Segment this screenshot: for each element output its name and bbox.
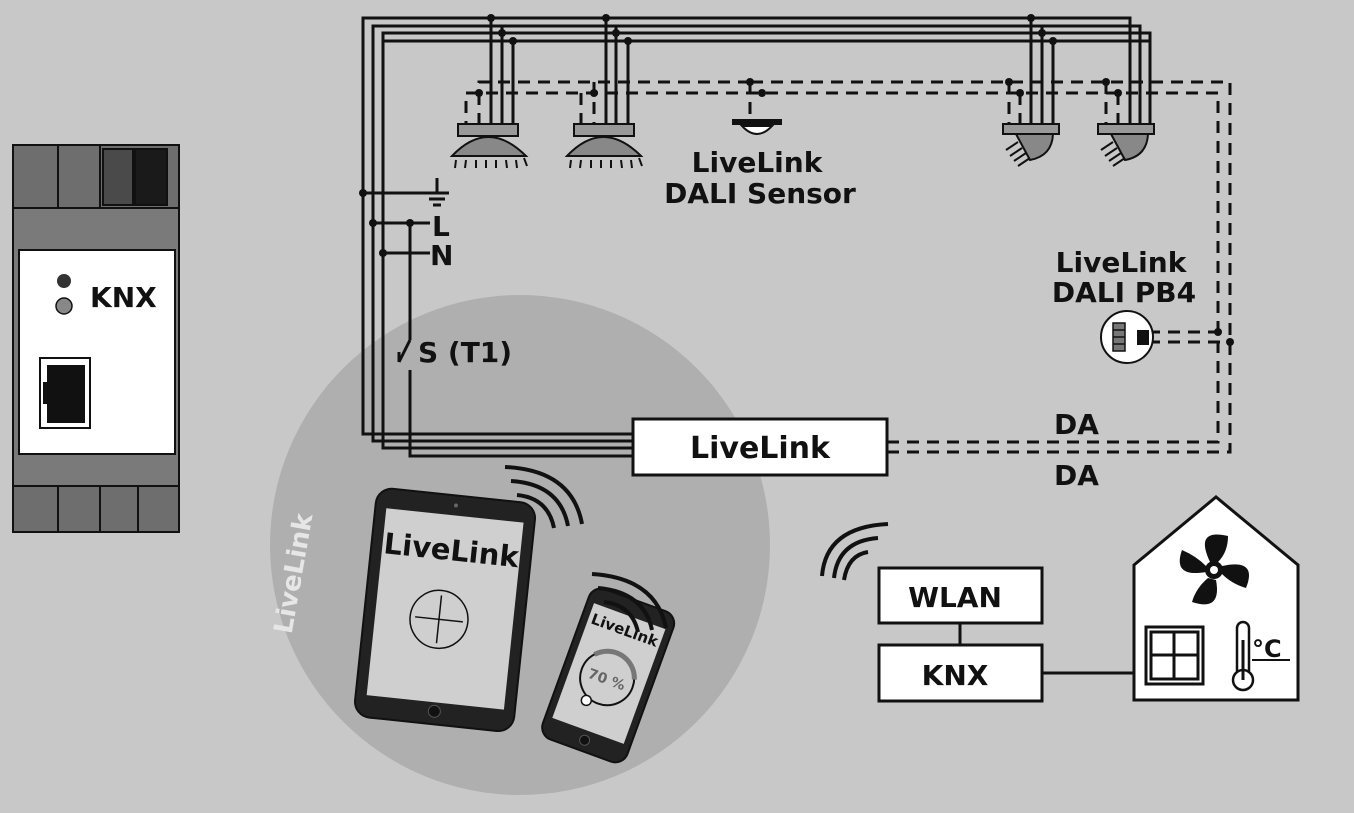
neutral-label: N	[430, 239, 453, 272]
da-label-top: DA	[1054, 408, 1099, 441]
house-icon: °C	[1132, 495, 1300, 702]
sensor-icon	[732, 119, 782, 135]
push-button-icon	[1100, 310, 1154, 364]
pb4-label-line2: DALI PB4	[1052, 276, 1196, 309]
mains-wiring	[361, 16, 1152, 458]
ceiling-lamp-icon	[564, 123, 644, 169]
tablet-icon: LiveLink	[354, 487, 537, 733]
phone-icon: LiveLink 70 %	[541, 587, 676, 764]
led-icon	[55, 297, 73, 315]
earth-symbol-icon	[425, 178, 449, 207]
led-icon	[57, 274, 71, 288]
livelink-controller	[631, 417, 889, 477]
switch-icon	[397, 339, 412, 363]
knx-box	[877, 643, 1044, 703]
wall-spot-icon	[1002, 123, 1060, 167]
live-label: L	[432, 210, 450, 243]
wifi-icon	[504, 465, 584, 529]
knx-box-label: KNX	[922, 659, 989, 692]
dali-bus-wiring	[464, 80, 1232, 454]
dali-sensor-label-line2: DALI Sensor	[664, 177, 856, 210]
junction-dots	[359, 14, 1057, 257]
knx-device-label: KNX	[90, 281, 157, 314]
wlan-label: WLAN	[908, 581, 1002, 614]
wifi-icon	[591, 572, 668, 633]
thermometer-icon	[1231, 620, 1290, 692]
da-label-bottom: DA	[1054, 459, 1099, 492]
wifi-icon	[820, 522, 889, 581]
wlan-box	[877, 566, 1044, 625]
pb4-label-line1: LiveLink	[1056, 246, 1188, 279]
knx-din-rail-device	[12, 144, 180, 533]
temperature-unit: °C	[1252, 635, 1282, 663]
livelink-controller-label: LiveLink	[690, 431, 831, 466]
window-icon	[1144, 625, 1205, 686]
dali-junction-dots	[475, 78, 1234, 346]
dali-sensor-label-line1: LiveLink	[692, 146, 824, 179]
wall-spot-icon	[1097, 123, 1155, 167]
power-icon	[580, 694, 593, 707]
switch-label: S (T1)	[418, 336, 512, 369]
ceiling-lamp-icon	[449, 123, 529, 169]
fan-icon	[1179, 534, 1249, 605]
